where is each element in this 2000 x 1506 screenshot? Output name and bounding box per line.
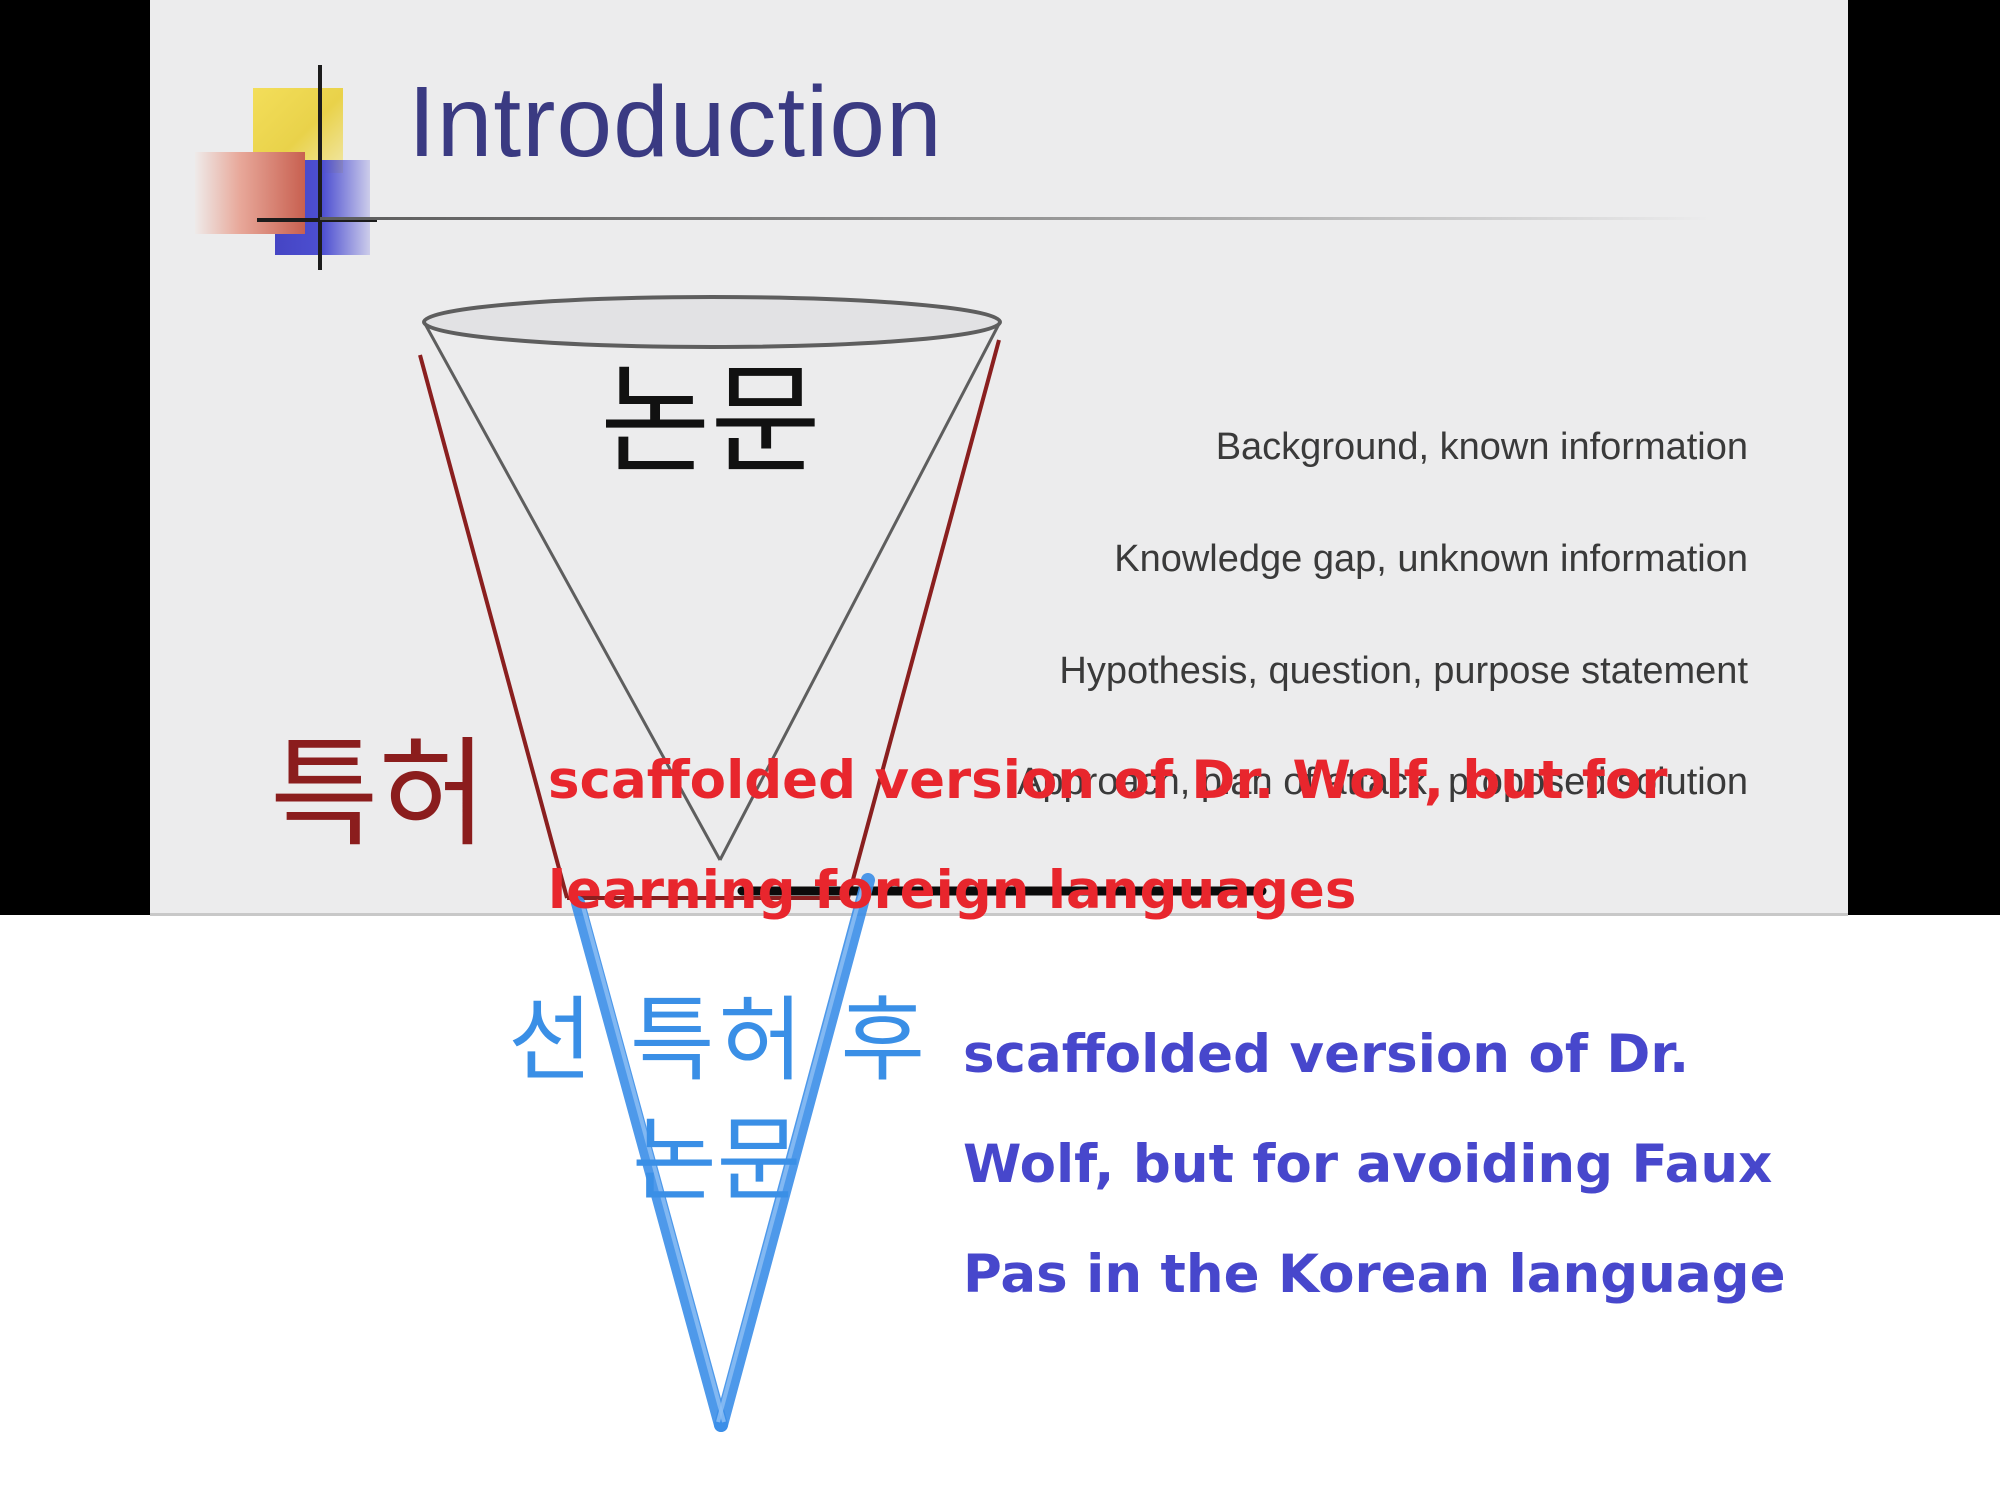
funnel-left-edge — [422, 321, 722, 861]
slide-logo — [195, 60, 395, 275]
trapezoid-right-edge — [846, 339, 1001, 899]
blue-annotation-text: scaffolded version of Dr. Wolf, but for … — [963, 1024, 1786, 1305]
slide-area — [150, 0, 1848, 913]
funnel-label-korean: 논문 — [600, 352, 821, 491]
title-underline — [320, 217, 1710, 220]
stage-label-hypothesis: Hypothesis, question, purpose statement — [1059, 650, 1748, 692]
trapezoid-left-edge — [418, 354, 569, 899]
stage-label-background: Background, known information — [1215, 426, 1748, 468]
logo-horizontal-line — [257, 218, 377, 222]
patent-korean-label: 특허 — [270, 725, 488, 863]
funnel-right-edge — [718, 321, 1002, 861]
red-annotation-text: scaffolded version of Dr. Wolf, but for … — [548, 750, 1668, 921]
blue-korean-line-1: 선 특허 후 — [508, 987, 930, 1094]
funnel-rim — [422, 295, 1002, 349]
slide-title: Introduction — [408, 66, 943, 178]
stage-label-approach: Approach, plan of attack, proposed solut… — [1017, 761, 1748, 803]
blue-korean-line-2: 논문 — [632, 1107, 802, 1214]
stage-label-knowledge-gap: Knowledge gap, unknown information — [1114, 538, 1748, 580]
slide-bottom-border — [150, 913, 1848, 916]
logo-vertical-line — [318, 65, 322, 270]
blue-v-stroke — [571, 873, 875, 1432]
